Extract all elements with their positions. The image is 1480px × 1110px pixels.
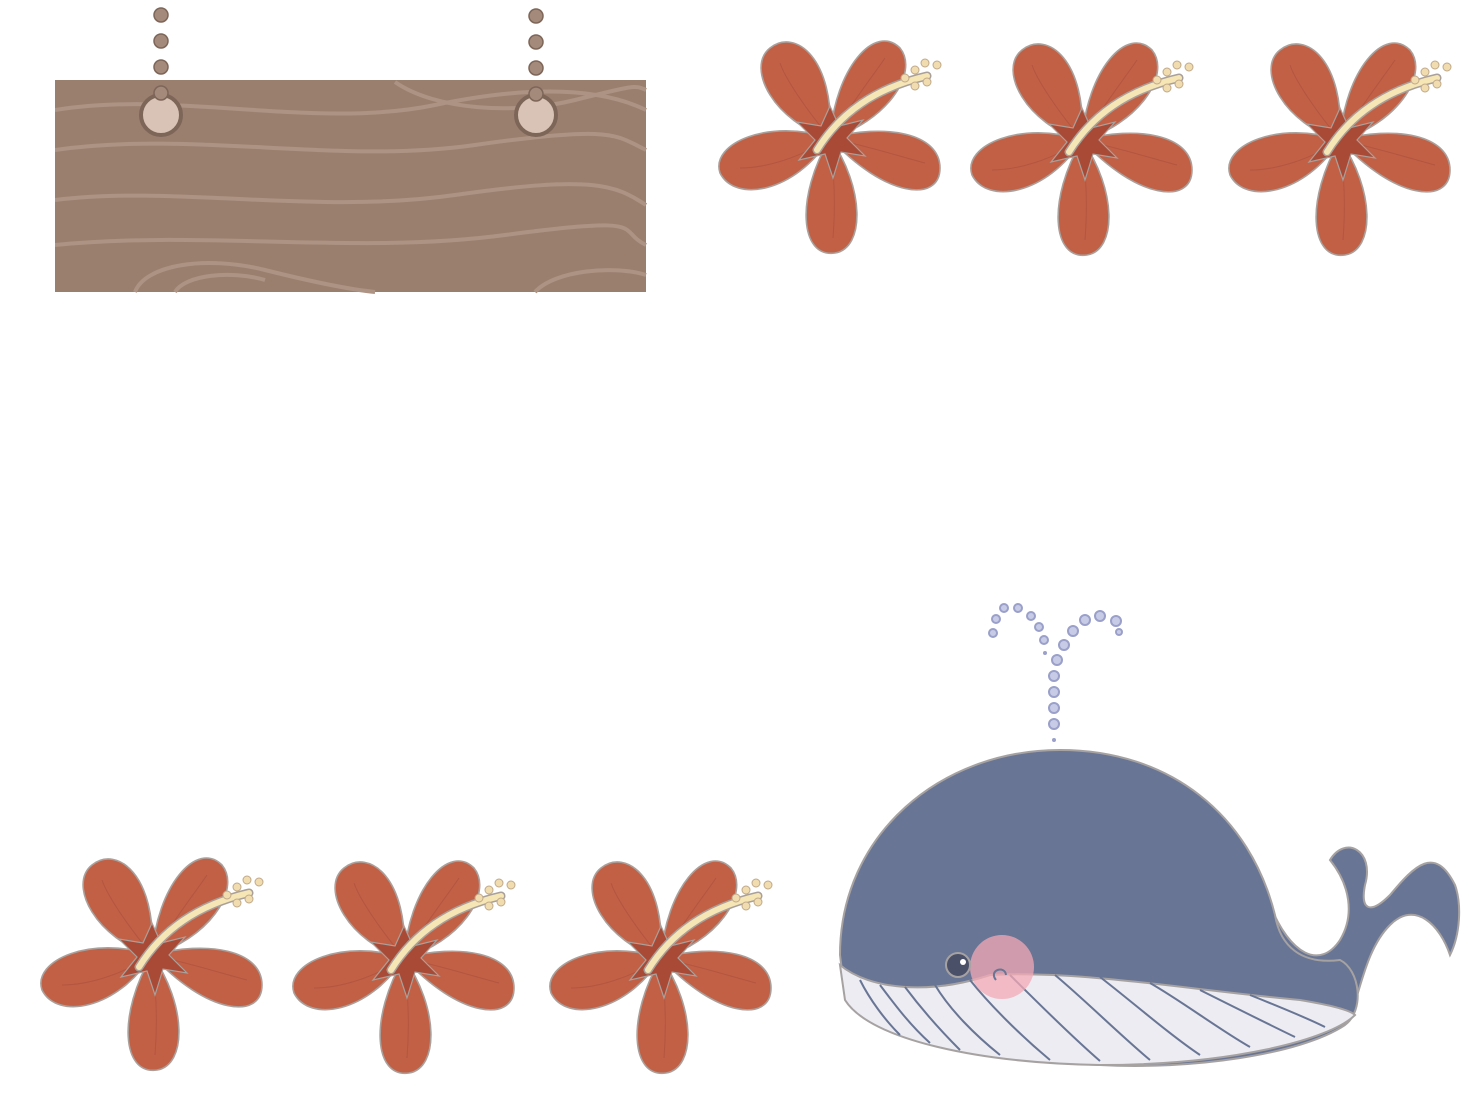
hibiscus-flower-icon bbox=[289, 848, 519, 1078]
wooden-sign-icon bbox=[54, 0, 655, 300]
whale-icon bbox=[830, 595, 1470, 1080]
hibiscus-flower-icon bbox=[546, 848, 776, 1078]
hibiscus-flower-icon bbox=[37, 845, 267, 1075]
hibiscus-flower-icon bbox=[967, 30, 1197, 260]
hibiscus-flower-icon bbox=[1225, 30, 1455, 260]
hibiscus-flower-icon bbox=[715, 28, 945, 258]
